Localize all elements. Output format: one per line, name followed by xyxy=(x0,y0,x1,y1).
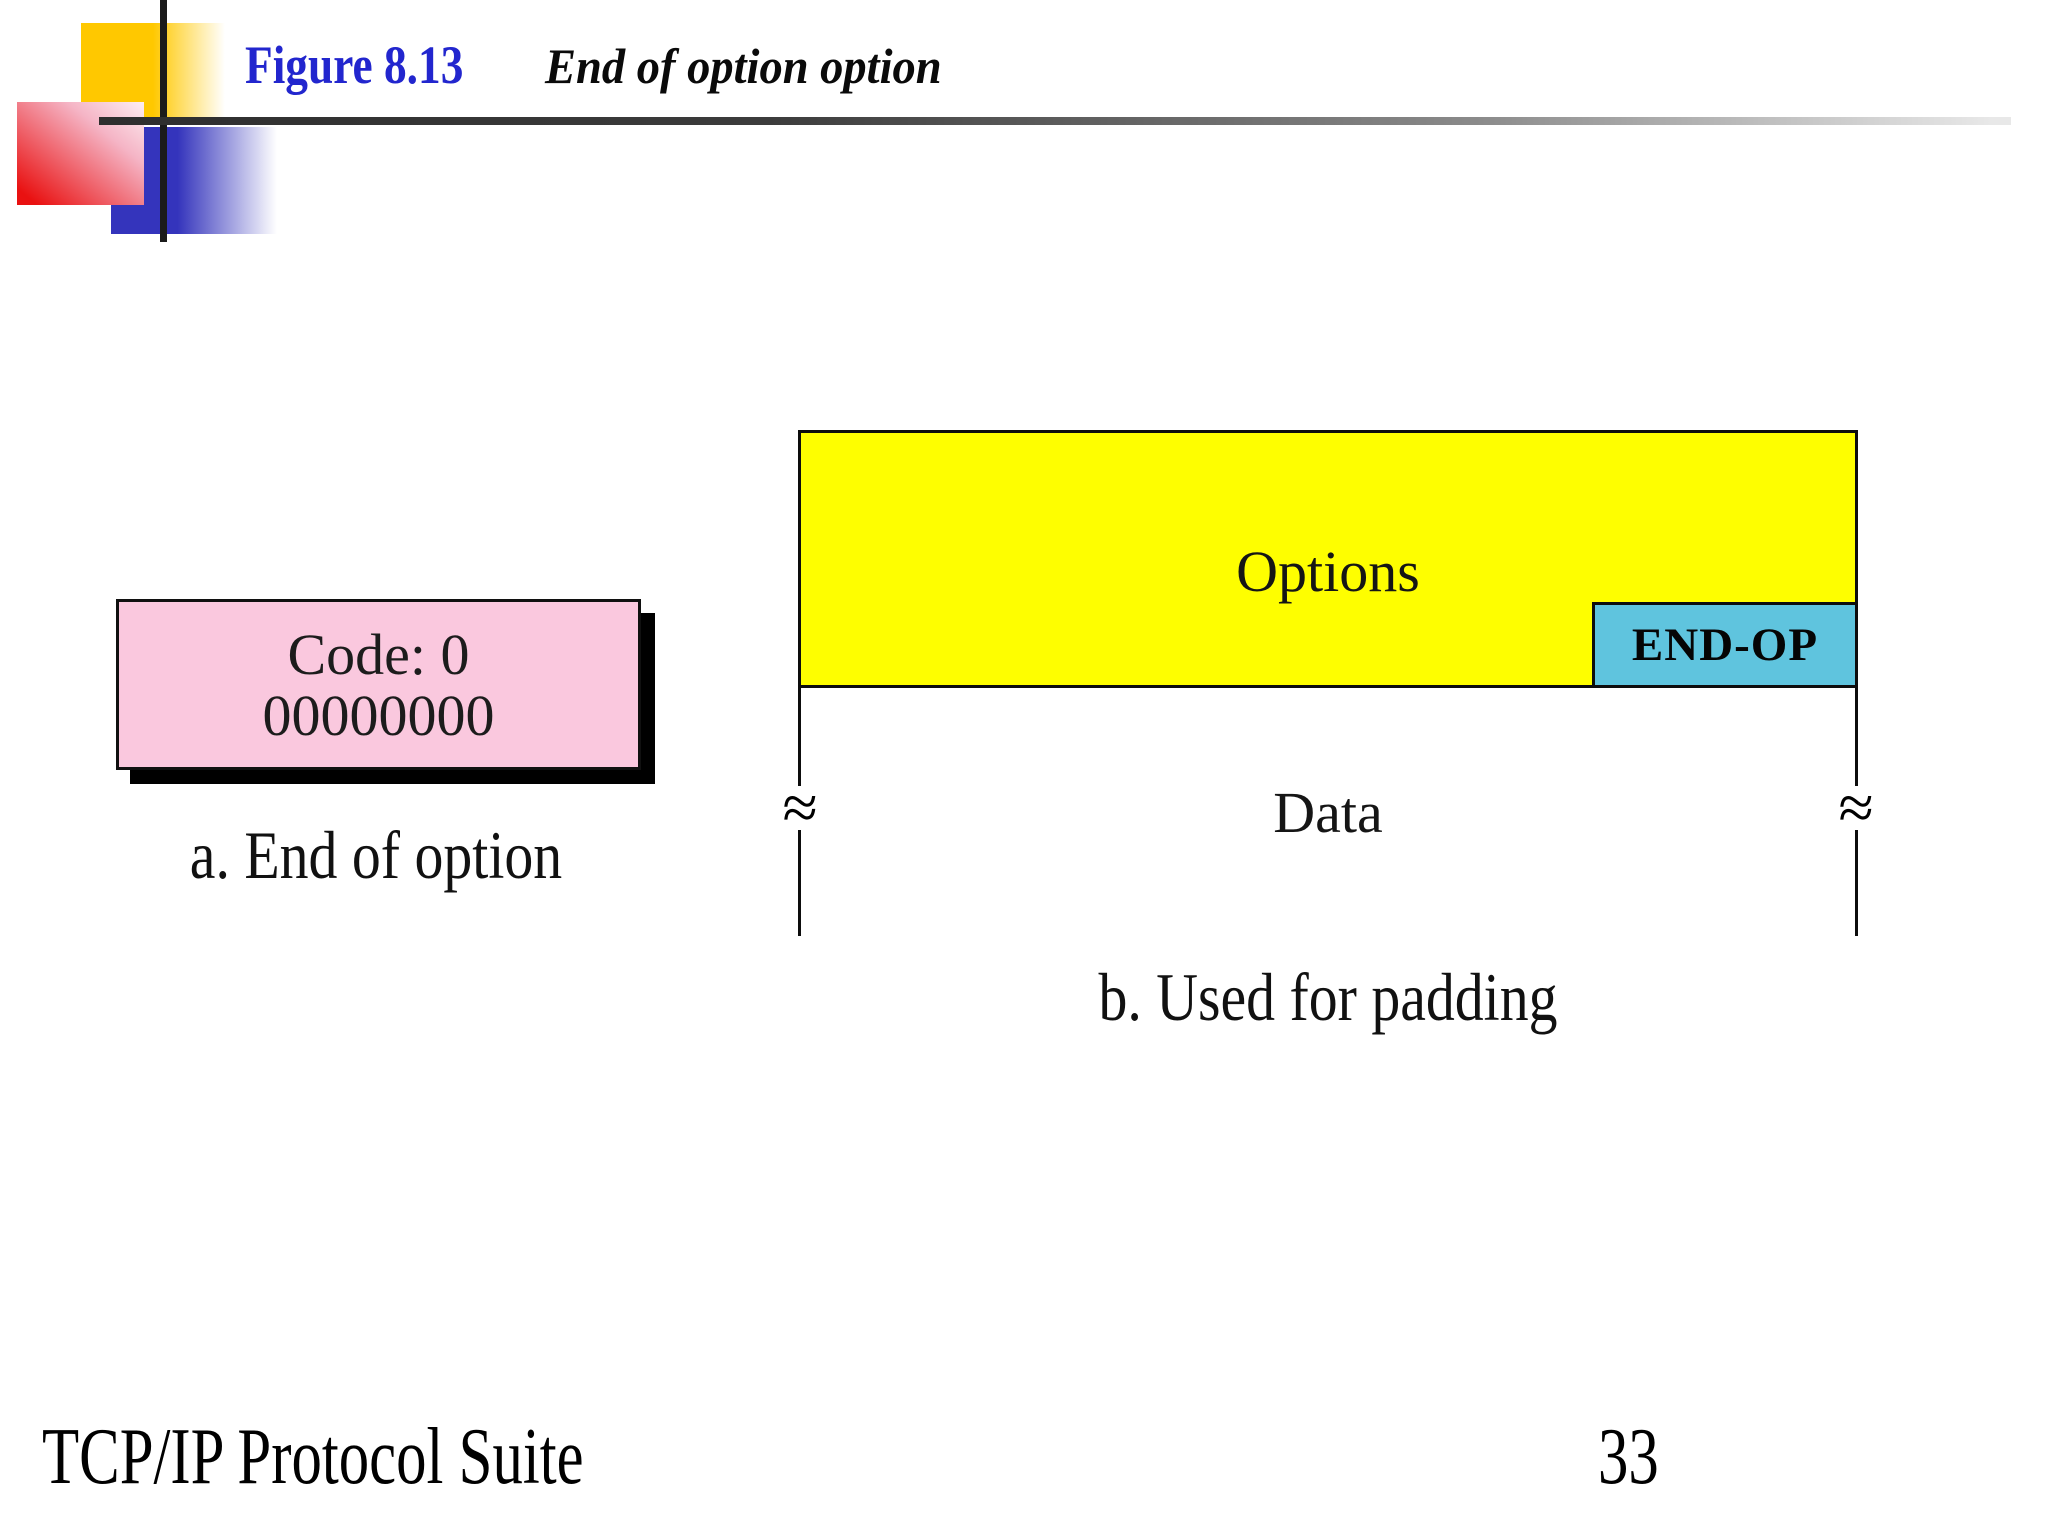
title-divider-rule xyxy=(99,117,2011,125)
page-number: 33 xyxy=(1598,1413,1659,1501)
code-line-2: 00000000 xyxy=(262,682,495,748)
endop-label: END-OP xyxy=(1631,619,1819,671)
figure-label: Figure 8.13 xyxy=(245,35,464,95)
break-approx-icon-right: ≈ xyxy=(1833,776,1879,840)
panel-a-code-box: Code: 0 00000000 xyxy=(116,599,641,770)
data-label: Data xyxy=(1273,779,1383,845)
panel-b-caption: b. Used for padding xyxy=(1098,959,1558,1035)
footer-title: TCP/IP Protocol Suite xyxy=(42,1413,584,1501)
options-label: Options xyxy=(1236,538,1420,604)
packet-diagram: Options END-OP Data ≈ ≈ xyxy=(777,430,1879,936)
data-area: Data xyxy=(801,688,1855,936)
panel-a-caption: a. End of option xyxy=(189,817,563,893)
figure-title: End of option option xyxy=(545,38,942,94)
break-approx-icon-left: ≈ xyxy=(777,776,823,840)
endop-box: END-OP xyxy=(1592,602,1858,688)
code-line-1: Code: 0 xyxy=(287,621,470,687)
